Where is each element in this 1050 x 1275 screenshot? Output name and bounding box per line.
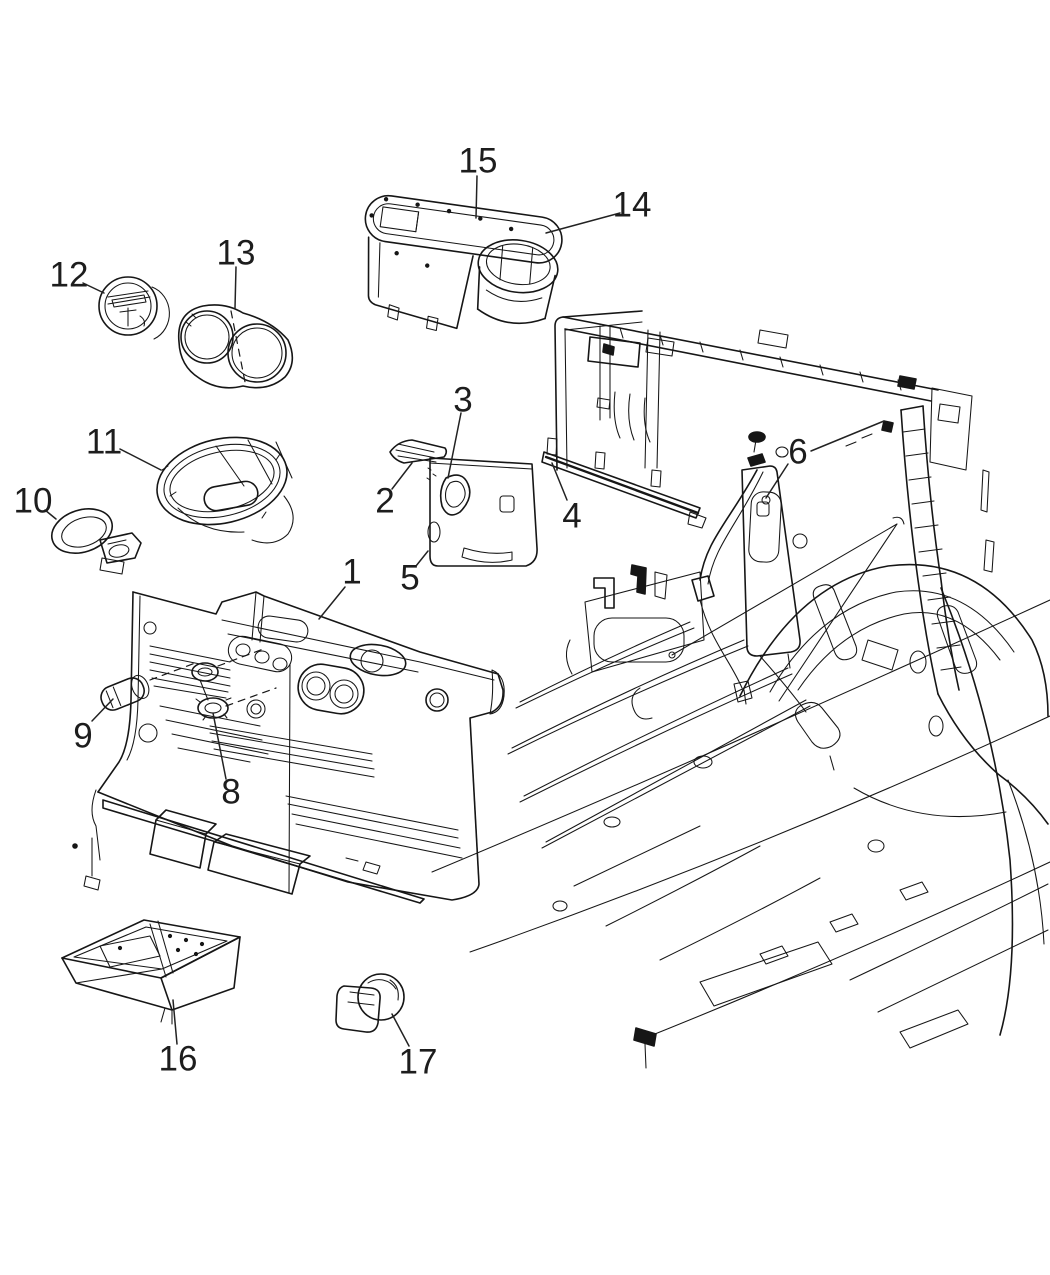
- callout-leader-15: [475, 175, 478, 219]
- body-floor-pan: [431, 599, 1050, 1069]
- callout-leader-5: [415, 550, 429, 567]
- callout-label-9: 9: [73, 717, 92, 756]
- callout-label-17: 17: [399, 1043, 438, 1082]
- callout-leader-17: [391, 1013, 410, 1047]
- body-sill-and-feet: [72, 789, 425, 904]
- callout-label-1: 1: [342, 553, 361, 592]
- callout-leader-6: [765, 463, 789, 499]
- part-16-storage-bin: [61, 919, 241, 1025]
- body-inner-side-panel: [565, 420, 944, 737]
- callout-leader-9: [91, 698, 114, 722]
- callout-leader-12: [82, 282, 105, 294]
- callout-label-15: 15: [459, 142, 498, 181]
- part-6-pillar-trim-seatbelt: [691, 431, 841, 771]
- callout-label-6: 6: [788, 433, 807, 472]
- callout-label-16: 16: [159, 1040, 198, 1079]
- callout-label-3: 3: [453, 381, 472, 420]
- callout-label-11: 11: [86, 423, 122, 462]
- callout-leader-10: [44, 509, 57, 520]
- body-upper-window-frame: [554, 310, 973, 471]
- callout-leader-13: [234, 266, 237, 309]
- callout-leader-14: [545, 212, 621, 234]
- callout-leader-11: [119, 448, 162, 471]
- body-d-pillar: [900, 405, 1049, 1036]
- part-14-cup-holder: [476, 239, 559, 325]
- callout-label-8: 8: [221, 773, 240, 812]
- part-12-round-vent: [98, 276, 170, 340]
- callout-label-14: 14: [613, 186, 652, 225]
- callout-label-2: 2: [375, 482, 394, 521]
- callout-label-12: 12: [50, 256, 89, 295]
- body-wheel-house: [739, 563, 1049, 853]
- callout-leader-6-2: [810, 420, 885, 452]
- callout-label-4: 4: [562, 497, 581, 536]
- callout-leader-4: [551, 462, 568, 501]
- part-10-tie-down-hook: [51, 508, 142, 575]
- callout-leader-3: [447, 412, 462, 479]
- callout-leader-16: [172, 999, 178, 1045]
- callout-leader-2: [391, 462, 413, 490]
- part-9-plug: [100, 661, 277, 711]
- part-3-pillar-trim-panel: [426, 457, 538, 567]
- part-1-quarter-trim-panel: [97, 591, 505, 901]
- part-11-oval-duct-bezel: [156, 436, 294, 544]
- callout-leader-1: [318, 586, 346, 620]
- part-8-push-pin-fastener: [191, 647, 267, 721]
- part-4-sill-rail: [541, 437, 707, 529]
- part-15-storage-tray: [364, 194, 563, 332]
- callout-label-5: 5: [400, 559, 419, 598]
- callout-label-10: 10: [14, 482, 53, 521]
- part-13-double-bezel: [177, 304, 294, 389]
- callout-label-13: 13: [217, 234, 256, 273]
- part-2-end-cap: [389, 439, 448, 464]
- callout-leader-8: [212, 712, 227, 780]
- part-17-latch-knob: [335, 973, 405, 1033]
